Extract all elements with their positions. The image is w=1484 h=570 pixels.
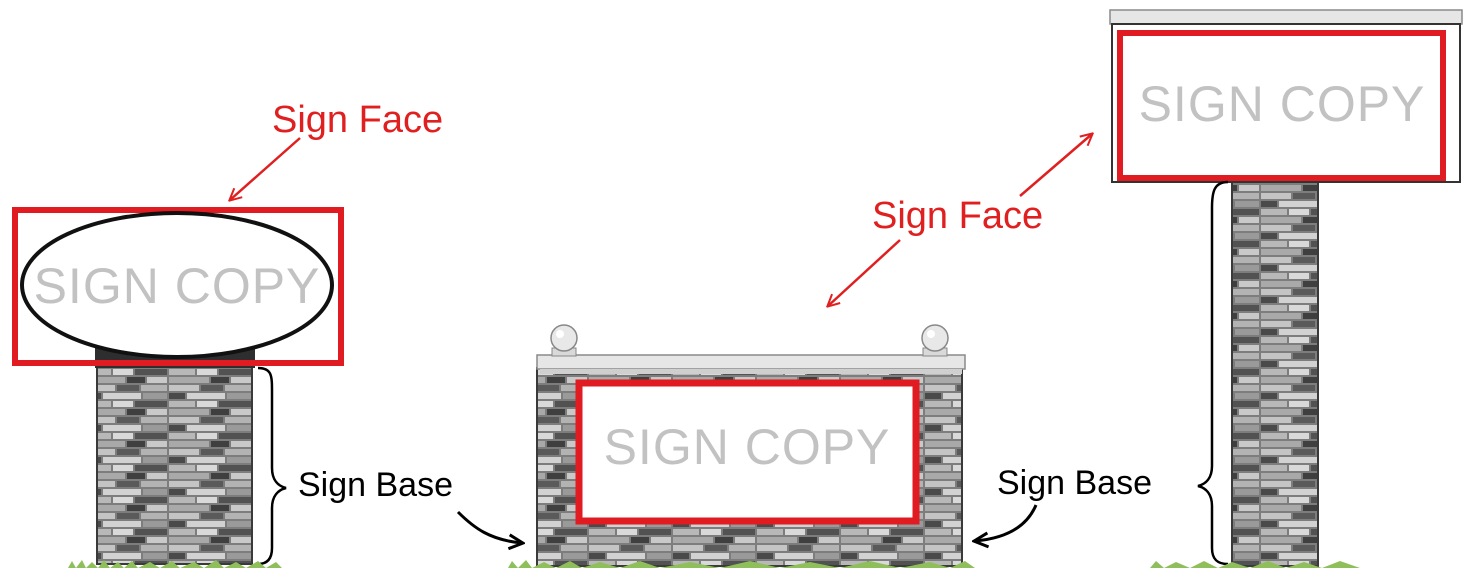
finial-ball-icon — [921, 324, 949, 352]
middle-sign-copy: SIGN COPY — [604, 419, 891, 475]
left-sign-face-label: Sign Face — [272, 99, 443, 141]
right-sign-base-label: Sign Base — [997, 464, 1152, 502]
finial-ball-icon — [550, 324, 578, 352]
left-sign: SIGN COPY Sign Face Sign Base — [12, 99, 522, 568]
left-sign-face-arrow-icon — [230, 137, 301, 200]
left-sign-copy: SIGN COPY — [34, 258, 321, 314]
middle-sign-cap — [536, 354, 966, 370]
left-sign-pillar — [96, 365, 253, 565]
right-sign-copy: SIGN COPY — [1139, 76, 1426, 132]
right-sign-base-arrow-icon — [975, 504, 1038, 541]
right-sign-column — [1231, 179, 1319, 567]
right-sign-grass-icon — [1150, 561, 1360, 568]
middle-sign-face-label: Sign Face — [872, 195, 1043, 237]
right-sign: SIGN COPY Sign Base — [975, 9, 1463, 568]
middle-sign-finial-right — [921, 324, 949, 357]
right-sign-face — [1117, 30, 1446, 181]
middle-sign-grass-icon — [508, 560, 975, 568]
left-sign-grass-icon — [68, 560, 282, 568]
right-sign-top-cap — [1109, 9, 1463, 25]
left-sign-base-label: Sign Base — [298, 466, 453, 504]
left-sign-base-brace-icon — [257, 366, 287, 566]
middle-sign-cap-trim — [540, 369, 962, 374]
left-sign-face-outline — [12, 207, 344, 366]
middle-sign-face — [575, 379, 920, 525]
middle-sign-face-arrow-icon — [828, 239, 901, 306]
right-sign-base-brace-icon — [1197, 180, 1229, 566]
left-sign-base-arrow-icon — [456, 510, 522, 543]
middle-sign: SIGN COPY Sign Face — [508, 195, 1043, 568]
middle-sign-finial-left — [550, 324, 578, 357]
left-sign-oval-face — [20, 211, 334, 359]
right-sign-face-arrow-icon — [1019, 134, 1092, 197]
